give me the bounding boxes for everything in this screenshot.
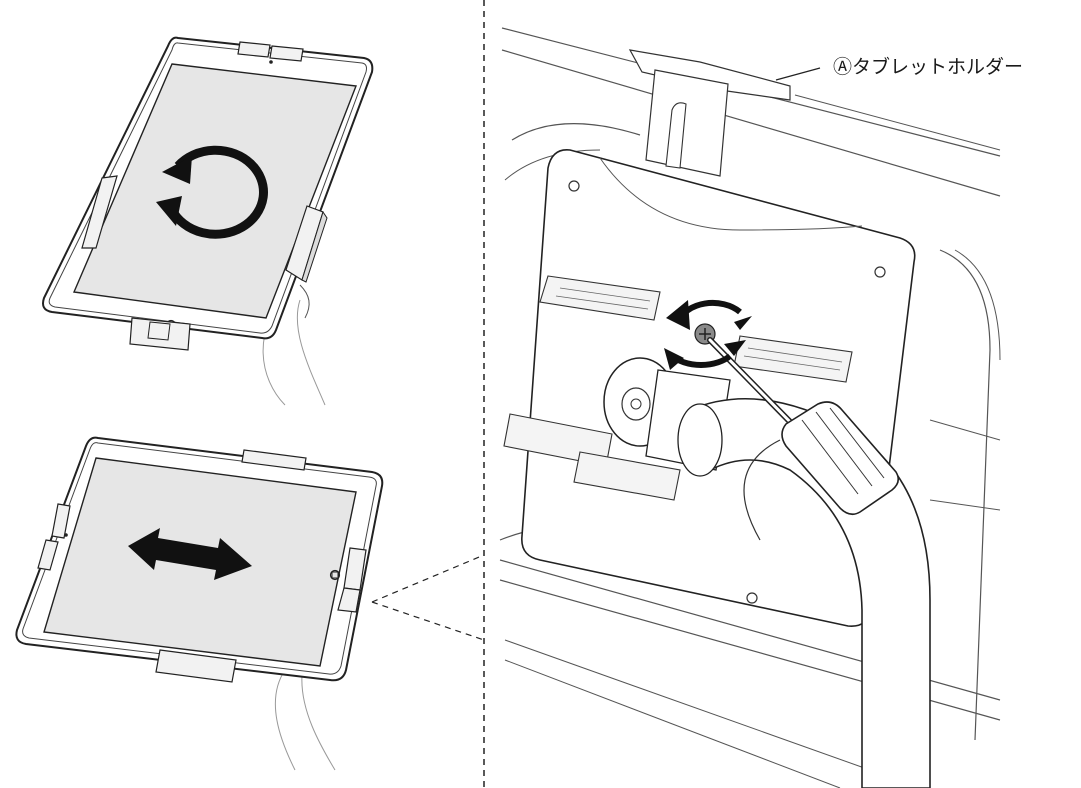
tablet-holder-callout-label: Ⓐタブレットホルダー xyxy=(833,56,1024,78)
zoom-detail xyxy=(499,27,1001,788)
rotate-arrow-icon xyxy=(664,299,752,370)
portrait-tablet xyxy=(42,36,374,406)
zoom-leader-upper xyxy=(371,554,485,603)
double-arrow-icon xyxy=(128,528,252,580)
rotate-arrow-icon xyxy=(156,145,268,239)
landscape-tablet xyxy=(15,436,384,771)
callout-leader xyxy=(775,67,821,81)
zoom-leader-lower xyxy=(371,601,485,641)
screwdriver-icon xyxy=(707,337,900,516)
